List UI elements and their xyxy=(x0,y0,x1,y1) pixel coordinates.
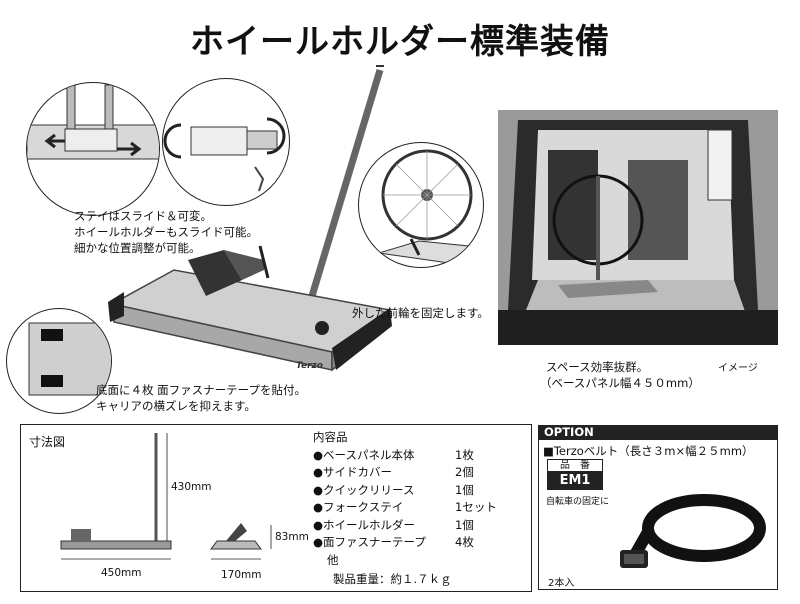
contents-other: 他 xyxy=(327,552,339,567)
caption-image-note: イメージ xyxy=(718,363,758,374)
detail-circle-wheel xyxy=(358,142,484,268)
caption-space-2: （ベースパネル幅４５０mm） xyxy=(540,376,700,390)
dimension-drawing xyxy=(60,433,272,560)
dim-side-height: 83mm xyxy=(275,531,309,543)
brand-logo: Terzo xyxy=(296,361,323,371)
car-interior-illustration xyxy=(498,110,778,345)
car-photo xyxy=(498,110,778,345)
option-product: ■Terzoベルト（長さ３m×幅２５mm） xyxy=(543,444,754,458)
option-count: 2本入 xyxy=(548,578,575,589)
spec-box: 寸法図 430mm 450mm 83mm 170mm 内容品 ●ベースパネル本体… xyxy=(20,424,532,592)
option-code-label: 品 番 xyxy=(547,459,603,472)
adjust-illustration xyxy=(163,117,286,192)
detail-circle-slide xyxy=(26,82,160,216)
option-usage: 自転車の固定に xyxy=(546,497,610,507)
dim-height: 430mm xyxy=(171,481,212,493)
detail-circle-adjust xyxy=(162,78,290,206)
spec-title: 寸法図 xyxy=(29,435,66,449)
belt-illustration xyxy=(620,494,766,568)
caption-front-wheel: 外した前輪を固定します。 xyxy=(352,306,489,320)
option-header: OPTION xyxy=(538,425,778,440)
caption-tape-1: 底面に４枚 面ファスナーテープを貼付。 xyxy=(96,383,306,397)
tape-illustration xyxy=(28,322,111,396)
option-box xyxy=(538,440,778,590)
caption-slide-1: ステイはスライド＆可変。 xyxy=(74,209,212,223)
slide-illustration xyxy=(27,84,159,160)
caption-slide-3: 細かな位置調整が可能。 xyxy=(74,241,201,255)
caption-tape-2: キャリアの横ズレを抑えます。 xyxy=(96,399,256,413)
caption-space-1: スペース効率抜群。 xyxy=(546,360,649,374)
dim-side-width: 170mm xyxy=(221,569,262,581)
product-illustration xyxy=(108,65,392,372)
caption-slide-2: ホイールホルダーもスライド可能。 xyxy=(74,225,258,239)
product-weight: 製品重量：約１.７ｋｇ xyxy=(333,572,452,586)
page-title: ホイールホルダー標準装備 xyxy=(190,22,610,62)
detail-circle-tape xyxy=(6,308,112,414)
option-code: EM1 xyxy=(547,472,603,490)
dim-width: 450mm xyxy=(101,567,142,579)
contents-header: 内容品 xyxy=(313,430,348,444)
